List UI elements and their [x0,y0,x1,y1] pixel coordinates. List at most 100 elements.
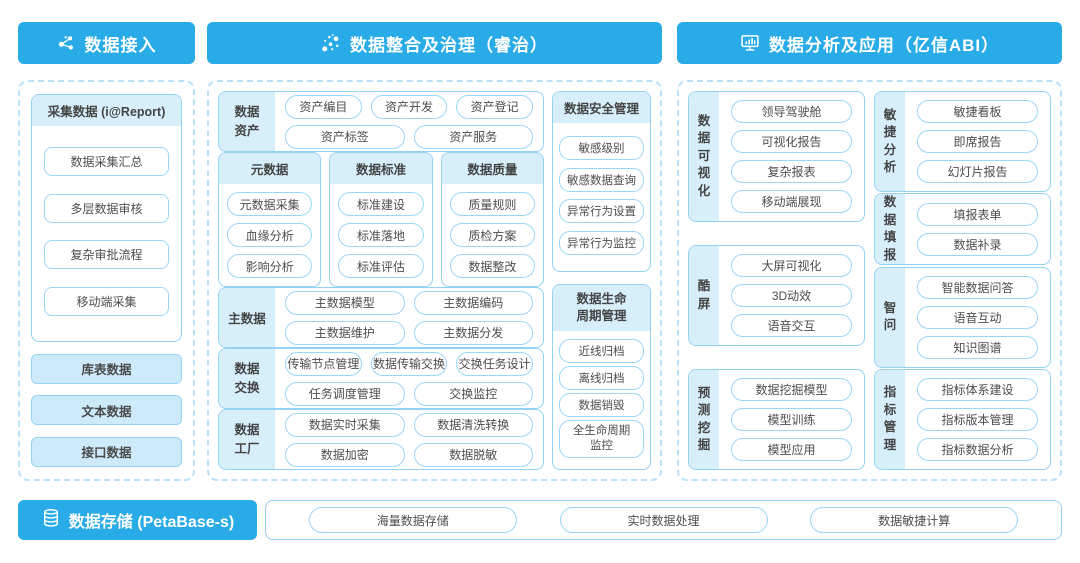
module-abnormal-behavior-set: 异常行为设置 [559,199,644,224]
network-nodes-icon [57,34,76,53]
governance-main-column: 数据资产 资产编目 资产开发 资产登记 资产标签 资产服务 [218,91,544,470]
module-agile-data-computing: 数据敏捷计算 [810,507,1019,533]
data-ingest-header-label: 数据接入 [84,35,157,55]
module-standard-evaluate: 标准评估 [338,254,424,278]
module-smart-data-qa: 智能数据问答 [917,275,1038,299]
module-mass-data-storage: 海量数据存储 [308,507,517,533]
data-security-card-title: 数据安全管理 [553,92,650,123]
master-data-row: 主数据 主数据模型 主数据编码 主数据维护 主数据分发 [218,287,544,348]
module-data-rectify: 数据整改 [449,254,535,278]
collect-data-card-body: 数据采集汇总 多层数据审核 复杂审批流程 移动端采集 [32,126,181,341]
data-exchange-row: 数据交换 传输节点管理 数据传输交换 交换任务设计 任务调度管理 交换监控 [218,348,544,409]
module-complex-approval-flow: 复杂审批流程 [44,240,169,270]
data-storage-header: 数据存储 (PetaBase-s) [18,500,257,540]
module-nearline-archive: 近线归档 [559,338,644,363]
analysis-left-column: 数据可视化 领导驾驶舱 可视化报告 复杂报表 移动端展现 酷屏 大屏可视化 3D… [688,91,865,470]
module-filling-form: 填报表单 [917,202,1038,226]
agile-analysis-label: 敏捷分析 [875,92,905,191]
module-task-schedule-mgmt: 任务调度管理 [285,381,405,406]
data-asset-items: 资产编目 资产开发 资产登记 资产标签 资产服务 [275,92,543,151]
module-impact-analysis: 影响分析 [227,254,313,278]
agile-analysis-row: 敏捷分析 敏捷看板 即席报告 幻灯片报告 [874,91,1051,192]
module-bigscreen-visual: 大屏可视化 [731,254,852,277]
indicator-mgmt-items: 指标体系建设 指标版本管理 指标数据分析 [905,370,1050,469]
module-full-lifecycle-monitor: 全生命周期监控 [559,420,644,458]
module-data-clean-transform: 数据清洗转换 [413,412,533,437]
collect-data-card: 采集数据 (i@Report) 数据采集汇总 多层数据审核 复杂审批流程 移动端… [31,94,182,342]
metadata-card-title: 元数据 [219,153,321,184]
cool-screen-items: 大屏可视化 3D动效 语音交互 [719,246,864,345]
data-ingest-panel: 采集数据 (i@Report) 数据采集汇总 多层数据审核 复杂审批流程 移动端… [18,80,195,481]
module-model-training: 模型训练 [731,408,852,431]
data-visualization-label: 数据可视化 [689,92,719,221]
data-factory-label: 数据工厂 [219,410,275,469]
indicator-mgmt-row: 指标管理 指标体系建设 指标版本管理 指标数据分析 [874,368,1051,470]
master-data-items: 主数据模型 主数据编码 主数据维护 主数据分发 [275,288,543,347]
module-asset-service: 资产服务 [413,124,533,149]
module-asset-develop: 资产开发 [370,94,448,119]
module-indicator-system-build: 指标体系建设 [917,377,1038,401]
governance-triple-row: 元数据 元数据采集 血缘分析 影响分析 数据标准 标准建设 标准落地 标准评估 [218,152,544,287]
predictive-mining-items: 数据挖掘模型 模型训练 模型应用 [719,370,864,469]
smart-qa-items: 智能数据问答 语音互动 知识图谱 [905,268,1050,367]
module-offline-archive: 离线归档 [559,365,644,390]
module-sensitive-query: 敏感数据查询 [559,167,644,192]
data-ingest-header: 数据接入 [18,22,195,64]
predictive-mining-label: 预测挖掘 [689,370,719,469]
data-visualization-row: 数据可视化 领导驾驶舱 可视化报告 复杂报表 移动端展现 [688,91,865,222]
module-data-encrypt: 数据加密 [285,442,405,467]
module-exchange-monitor: 交换监控 [413,381,533,406]
module-master-coding: 主数据编码 [413,290,533,315]
module-voice-interaction: 语音交互 [731,314,852,337]
data-security-card: 数据安全管理 敏感级别 敏感数据查询 异常行为设置 异常行为监控 [552,91,651,272]
module-realtime-data-processing: 实时数据处理 [559,507,768,533]
module-quality-rules: 质量规则 [449,192,535,216]
module-visual-report: 可视化报告 [731,130,852,153]
data-exchange-items: 传输节点管理 数据传输交换 交换任务设计 任务调度管理 交换监控 [275,349,543,408]
data-lifecycle-card: 数据生命周期管理 近线归档 离线归档 数据销毁 全生命周期监控 [552,284,651,470]
module-slide-report: 幻灯片报告 [917,160,1038,183]
module-knowledge-graph: 知识图谱 [917,335,1038,359]
data-standard-card-title: 数据标准 [330,153,432,184]
source-db-table-data: 库表数据 [31,353,182,384]
data-governance-header-label: 数据整合及治理（睿治） [350,35,548,55]
data-governance-panel: 数据资产 资产编目 资产开发 资产登记 资产标签 资产服务 [207,80,662,481]
master-data-label: 主数据 [219,288,275,347]
module-exchange-task-design: 交换任务设计 [456,351,534,376]
data-exchange-label: 数据交换 [219,349,275,408]
data-asset-row: 数据资产 资产编目 资产开发 资产登记 资产标签 资产服务 [218,91,544,152]
module-complex-report: 复杂报表 [731,160,852,183]
data-factory-row: 数据工厂 数据实时采集 数据清洗转换 数据加密 数据脱敏 [218,409,544,470]
data-storage-panel: 海量数据存储 实时数据处理 数据敏捷计算 [265,500,1062,540]
module-mobile-display: 移动端展现 [731,190,852,213]
module-transfer-node-mgmt: 传输节点管理 [285,351,362,376]
indicator-mgmt-label: 指标管理 [875,369,905,469]
data-quality-card: 数据质量 质量规则 质检方案 数据整改 [440,152,544,287]
module-data-transfer-exchange: 数据传输交换 [370,351,448,376]
module-indicator-version-mgmt: 指标版本管理 [917,407,1038,431]
module-data-supplement: 数据补录 [917,232,1038,256]
source-text-data: 文本数据 [31,395,182,426]
module-lineage-analysis: 血缘分析 [227,223,313,247]
predictive-mining-row: 预测挖掘 数据挖掘模型 模型训练 模型应用 [688,369,865,470]
data-standard-card: 数据标准 标准建设 标准落地 标准评估 [329,152,433,287]
data-analysis-header-label: 数据分析及应用（亿信ABI） [768,35,1000,55]
module-3d-effects: 3D动效 [731,284,852,307]
module-abnormal-behavior-monitor: 异常行为监控 [559,231,644,256]
cool-screen-row: 酷屏 大屏可视化 3D动效 语音交互 [688,245,865,346]
module-master-model: 主数据模型 [285,290,405,315]
database-icon [41,508,61,533]
analysis-right-column: 敏捷分析 敏捷看板 即席报告 幻灯片报告 数据填报 填报表单 数据补录 [874,91,1051,470]
module-mining-model: 数据挖掘模型 [731,378,852,401]
module-model-apply: 模型应用 [731,438,852,461]
source-interface-data: 接口数据 [31,436,182,467]
smart-qa-row: 智问 智能数据问答 语音互动 知识图谱 [874,266,1051,368]
module-asset-register: 资产登记 [456,94,534,119]
module-realtime-collect: 数据实时采集 [285,412,405,437]
data-factory-items: 数据实时采集 数据清洗转换 数据加密 数据脱敏 [275,410,543,469]
module-data-collect-summary: 数据采集汇总 [44,147,169,177]
data-analysis-panel: 数据可视化 领导驾驶舱 可视化报告 复杂报表 移动端展现 酷屏 大屏可视化 3D… [677,80,1062,481]
module-data-destroy: 数据销毁 [559,392,644,417]
module-standard-build: 标准建设 [338,192,424,216]
data-analysis-header: 数据分析及应用（亿信ABI） [677,22,1062,64]
